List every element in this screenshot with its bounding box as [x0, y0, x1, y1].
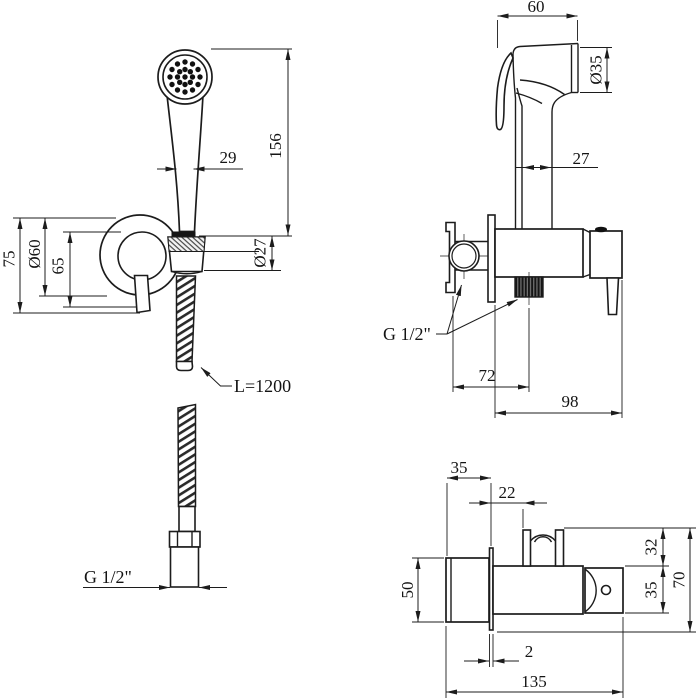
dim-156-label: 156 — [266, 133, 285, 159]
hose-tube — [178, 505, 196, 533]
dim-135-label: 135 — [521, 672, 547, 691]
dimension-head-depth: 60 — [497, 0, 578, 48]
holder-knurl-band — [167, 236, 206, 252]
sprayer-head — [512, 42, 579, 229]
dim-27-label: 27 — [573, 149, 591, 168]
dim-29-label: 29 — [220, 148, 237, 167]
dim-65-label: 65 — [48, 258, 67, 275]
hose-lower — [177, 403, 197, 508]
dim-22-label: 22 — [499, 483, 516, 502]
cartridge-cap — [595, 226, 607, 233]
dim-35r-label: 35 — [641, 582, 660, 599]
hose-upper-end — [175, 360, 194, 372]
holder-cradle-top — [522, 529, 565, 567]
inlet-port-inner — [451, 243, 477, 269]
valve-body-top — [492, 565, 584, 615]
dimension-head-diameter: Ø35 — [580, 47, 612, 93]
dimension-plate-to-cradle: 22 — [469, 483, 547, 528]
dimension-body-length: 98 — [494, 280, 623, 418]
dim-50-label: 50 — [398, 582, 417, 599]
dim-27d-label: Ø27 — [250, 238, 269, 268]
dim-70-label: 70 — [669, 572, 688, 589]
dimension-right-group: 32 35 70 — [497, 527, 696, 633]
inlet-port-outer — [448, 240, 480, 272]
cartridge-dome-arc — [585, 568, 597, 613]
front-thread-label: G 1/2" — [84, 567, 132, 587]
dim-75-label: 75 — [0, 251, 18, 268]
dim-60-label: 60 — [528, 0, 545, 16]
hose-length-label: L=1200 — [234, 376, 291, 396]
wall-plate-side — [487, 214, 496, 303]
bracket-lever — [133, 274, 151, 314]
dimension-handle-width: 29 — [157, 148, 243, 172]
dim-35-label: 35 — [451, 458, 468, 477]
dim-32-label: 32 — [641, 539, 660, 556]
thread-callout: G 1/2" — [383, 284, 518, 344]
valve-cartridge-side — [589, 230, 623, 279]
dimension-grip-width: 27 — [515, 149, 598, 170]
dimension-cylinder-width: 50 — [398, 557, 444, 623]
valve-top-view: 35 22 50 32 35 70 — [398, 458, 696, 698]
hose-upper — [175, 275, 197, 363]
trigger-lever — [495, 51, 514, 131]
shower-handle — [166, 94, 204, 233]
inwall-cylinder-top — [445, 557, 490, 623]
side-view: 60 Ø35 27 — [495, 0, 612, 229]
dimension-plate-thickness: 2 — [464, 634, 533, 667]
dim-35d-label: Ø35 — [586, 55, 605, 84]
dim-98-label: 98 — [562, 392, 579, 411]
spray-nozzle-dots — [167, 59, 203, 95]
dim-60d-label: Ø60 — [25, 239, 44, 268]
front-view: 29 156 Ø27 75 Ø60 65 — [0, 48, 292, 590]
valve-side-view: G 1/2" 72 98 — [383, 214, 623, 418]
dimension-wall-to-outlet: 72 — [452, 296, 530, 392]
hose-fitting — [169, 546, 200, 588]
dimension-overall-length: 135 — [445, 617, 624, 698]
dim-2-label: 2 — [525, 642, 534, 661]
lever-pin-hole — [600, 584, 612, 596]
dimension-hose-thread: G 1/2" — [83, 567, 227, 590]
valve-lever-side — [606, 277, 620, 316]
dimension-overall-height: 156 — [199, 48, 292, 237]
hose-length-leader: L=1200 — [200, 367, 291, 396]
wall-bracket-inner — [117, 231, 167, 281]
side-thread-label: G 1/2" — [383, 324, 431, 344]
dimension-holder-diameter: Ø27 — [204, 236, 281, 271]
dimension-bracket-group: 75 Ø60 65 — [0, 217, 140, 314]
handle-nut-band — [171, 231, 196, 237]
holder-cone-mouth — [171, 270, 203, 275]
hose-nut — [168, 530, 201, 548]
dim-72-label: 72 — [479, 366, 496, 385]
dimension-cylinder-depth: 35 — [446, 458, 492, 556]
valve-body-side — [494, 228, 584, 278]
